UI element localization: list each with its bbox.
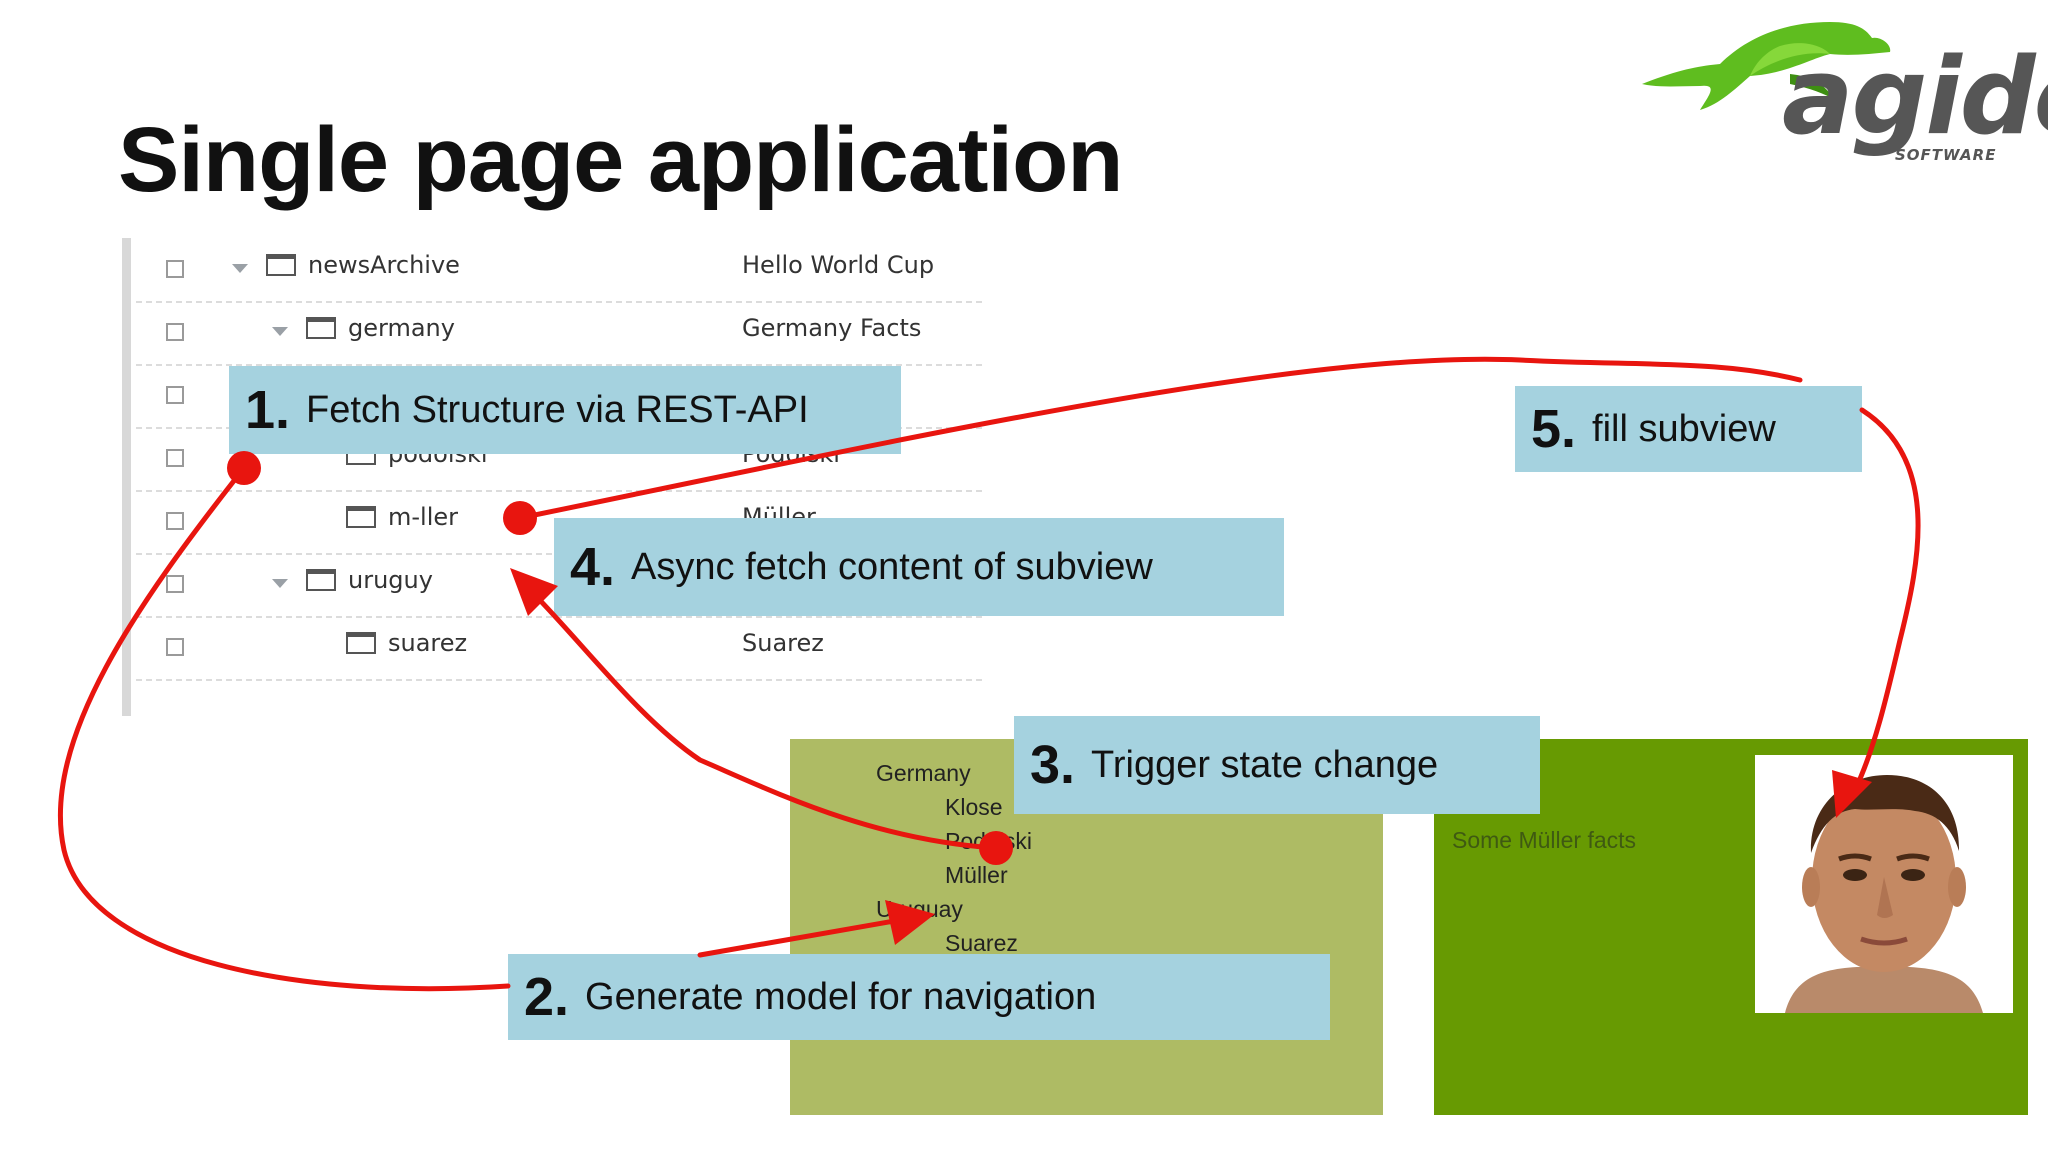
arrow-step-5-to-photo [1852,407,1921,793]
logo-subtitle: SOFTWARE [1895,146,1997,164]
expand-caret-icon[interactable] [232,264,248,273]
tree-left-bar [122,238,131,716]
step-number: 4. [570,537,616,597]
tree-node-label[interactable]: suarez [388,629,468,657]
tree-node-value: Hello World Cup [742,251,935,279]
row-checkbox[interactable] [166,512,184,530]
step-text: Generate model for navigation [585,975,1097,1018]
tree-row: newsArchive Hello World Cup [136,238,982,303]
tree-node-label[interactable]: uruguy [348,566,433,594]
row-checkbox[interactable] [166,449,184,467]
step-number: 5. [1531,399,1577,459]
callout-step-1: 1. Fetch Structure via REST-API [229,366,901,454]
nav-item-germany[interactable]: Germany [876,760,971,786]
step-text: Fetch Structure via REST-API [306,388,809,431]
expand-caret-icon[interactable] [272,579,288,588]
expand-caret-icon[interactable] [272,327,288,336]
callout-step-4: 4. Async fetch content of subview [554,518,1284,616]
step-number: 2. [524,967,570,1027]
callout-step-2: 2. Generate model for navigation [508,954,1330,1040]
tree-node-label[interactable]: m-ller [388,503,459,531]
folder-icon [306,317,336,339]
agido-jaguar-logo-icon [1642,22,1891,110]
nav-item-uruguay[interactable]: Uruguay [876,896,963,922]
row-checkbox[interactable] [166,638,184,656]
slide-title: Single page application [118,109,1123,211]
row-checkbox[interactable] [166,575,184,593]
player-face-image [1755,755,2013,1013]
step-number: 1. [245,380,291,440]
step-text: Async fetch content of subview [631,545,1153,588]
tree-node-label[interactable]: newsArchive [308,251,460,279]
logo-wordmark: agido [1782,35,2048,158]
tree-row: suarez Suarez [136,616,982,681]
step-number: 3. [1030,735,1076,795]
tree-node-value: Suarez [742,629,824,657]
nav-item-klose[interactable]: Klose [945,794,1003,820]
folder-icon [306,569,336,591]
nav-item-muller[interactable]: Müller [945,862,1008,888]
tree-table: newsArchive Hello World Cup germany Germ… [122,238,982,716]
subview-text: Some Müller facts [1452,827,1637,853]
row-checkbox[interactable] [166,260,184,278]
callout-step-5: 5. fill subview [1515,386,1862,472]
callout-step-3: 3. Trigger state change [1014,716,1540,814]
folder-icon [346,632,376,654]
row-checkbox[interactable] [166,386,184,404]
folder-icon [346,506,376,528]
row-checkbox[interactable] [166,323,184,341]
nav-item-suarez[interactable]: Suarez [945,930,1018,956]
nav-item-podolski[interactable]: Podolski [945,828,1032,854]
folder-icon [266,254,296,276]
tree-node-value: Germany Facts [742,314,922,342]
tree-row: germany Germany Facts [136,301,982,366]
step-text: Trigger state change [1091,743,1439,786]
step-text: fill subview [1592,407,1776,450]
player-photo [1755,755,2013,1013]
tree-node-label[interactable]: germany [348,314,455,342]
